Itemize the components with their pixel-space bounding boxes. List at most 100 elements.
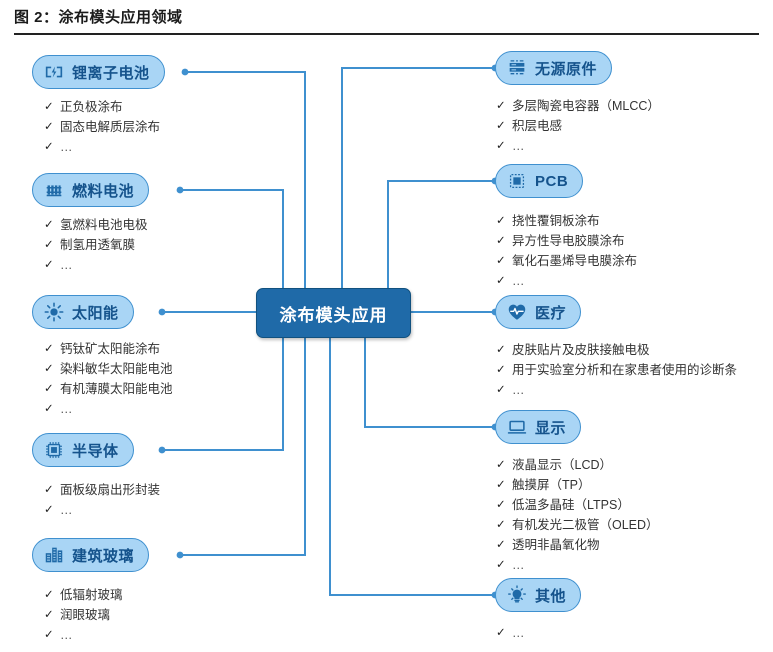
list-item: ✓… xyxy=(496,624,526,643)
lightbulb-icon xyxy=(506,584,528,606)
list-item: ✓低温多晶硅（LTPS） xyxy=(496,496,659,515)
check-icon: ✓ xyxy=(496,100,506,112)
check-icon: ✓ xyxy=(496,215,506,227)
chip-icon xyxy=(43,439,65,461)
fuel-cell-icon xyxy=(43,179,65,201)
branch-pill-architectural-glass[interactable]: 建筑玻璃 xyxy=(32,538,150,572)
branch-label: 其他 xyxy=(535,587,567,605)
branch-label: 医疗 xyxy=(535,304,567,322)
list-item: ✓面板级扇出形封装 xyxy=(44,481,160,500)
list-item: ✓挠性覆铜板涂布 xyxy=(496,212,637,231)
list-item: ✓… xyxy=(44,400,173,419)
check-icon: ✓ xyxy=(44,484,54,496)
branch-items-lithium-battery: ✓正负极涂布 ✓固态电解质层涂布 ✓… xyxy=(44,98,160,158)
sun-icon xyxy=(43,301,65,323)
branch-items-other: ✓… xyxy=(496,624,526,644)
list-item: ✓固态电解质层涂布 xyxy=(44,118,160,137)
list-item: ✓… xyxy=(496,272,637,291)
branch-items-display: ✓液晶显示（LCD） ✓触摸屏（TP） ✓低温多晶硅（LTPS） ✓有机发光二极… xyxy=(496,456,659,576)
branch-label: 半导体 xyxy=(72,442,119,460)
branch-label: 建筑玻璃 xyxy=(72,547,135,565)
branch-items-semiconductor: ✓面板级扇出形封装 ✓… xyxy=(44,481,160,521)
check-icon: ✓ xyxy=(496,627,506,639)
list-item: ✓… xyxy=(496,556,659,575)
list-item: ✓低辐射玻璃 xyxy=(44,586,123,605)
monitor-icon xyxy=(506,416,528,438)
branch-label: 无源原件 xyxy=(535,60,598,78)
check-icon: ✓ xyxy=(44,219,54,231)
check-icon: ✓ xyxy=(44,101,54,113)
list-item: ✓有机薄膜太阳能电池 xyxy=(44,380,173,399)
check-icon: ✓ xyxy=(496,499,506,511)
list-item: ✓有机发光二极管（OLED） xyxy=(496,516,659,535)
check-icon: ✓ xyxy=(44,609,54,621)
list-item: ✓制氢用透氧膜 xyxy=(44,236,148,255)
check-icon: ✓ xyxy=(496,559,506,571)
check-icon: ✓ xyxy=(44,403,54,415)
check-icon: ✓ xyxy=(496,344,506,356)
branch-pill-semiconductor[interactable]: 半导体 xyxy=(32,433,134,467)
branch-pill-medical[interactable]: 医疗 xyxy=(495,295,582,329)
check-icon: ✓ xyxy=(496,519,506,531)
check-icon: ✓ xyxy=(44,629,54,641)
branch-items-pcb: ✓挠性覆铜板涂布 ✓异方性导电胶膜涂布 ✓氧化石墨烯导电膜涂布 ✓… xyxy=(496,212,637,292)
server-stack-icon xyxy=(506,57,528,79)
list-item: ✓… xyxy=(496,381,737,400)
check-icon: ✓ xyxy=(496,275,506,287)
list-item: ✓氢燃料电池电极 xyxy=(44,216,148,235)
check-icon: ✓ xyxy=(496,140,506,152)
check-icon: ✓ xyxy=(44,141,54,153)
branch-items-fuel-cell: ✓氢燃料电池电极 ✓制氢用透氧膜 ✓… xyxy=(44,216,148,276)
check-icon: ✓ xyxy=(44,343,54,355)
check-icon: ✓ xyxy=(496,479,506,491)
check-icon: ✓ xyxy=(44,239,54,251)
center-node[interactable]: 涂布模头应用 xyxy=(256,288,411,338)
branch-pill-solar[interactable]: 太阳能 xyxy=(32,295,134,329)
list-item: ✓氧化石墨烯导电膜涂布 xyxy=(496,252,637,271)
title-divider xyxy=(14,33,759,35)
branch-label: PCB xyxy=(535,172,569,190)
check-icon: ✓ xyxy=(44,383,54,395)
list-item: ✓染料敏华太阳能电池 xyxy=(44,360,173,379)
check-icon: ✓ xyxy=(44,259,54,271)
list-item: ✓… xyxy=(44,256,148,275)
check-icon: ✓ xyxy=(44,121,54,133)
list-item: ✓钙钛矿太阳能涂布 xyxy=(44,340,173,359)
list-item: ✓透明非晶氧化物 xyxy=(496,536,659,555)
check-icon: ✓ xyxy=(44,363,54,375)
list-item: ✓… xyxy=(496,137,660,156)
check-icon: ✓ xyxy=(496,539,506,551)
check-icon: ✓ xyxy=(496,235,506,247)
branch-label: 锂离子电池 xyxy=(72,64,150,82)
pcb-chip-icon xyxy=(506,170,528,192)
check-icon: ✓ xyxy=(44,589,54,601)
list-item: ✓… xyxy=(44,501,160,520)
list-item: ✓积层电感 xyxy=(496,117,660,136)
list-item: ✓正负极涂布 xyxy=(44,98,160,117)
check-icon: ✓ xyxy=(496,364,506,376)
branch-pill-lithium-battery[interactable]: 锂离子电池 xyxy=(32,55,165,89)
branch-pill-display[interactable]: 显示 xyxy=(495,410,582,444)
branch-items-solar: ✓钙钛矿太阳能涂布 ✓染料敏华太阳能电池 ✓有机薄膜太阳能电池 ✓… xyxy=(44,340,173,420)
battery-icon xyxy=(43,61,65,83)
check-icon: ✓ xyxy=(496,255,506,267)
branch-pill-other[interactable]: 其他 xyxy=(495,578,582,612)
list-item: ✓多层陶瓷电容器（MLCC） xyxy=(496,97,660,116)
check-icon: ✓ xyxy=(496,459,506,471)
branch-label: 显示 xyxy=(535,419,567,437)
check-icon: ✓ xyxy=(496,120,506,132)
list-item: ✓润眼玻璃 xyxy=(44,606,123,625)
branch-pill-pcb[interactable]: PCB xyxy=(495,164,584,198)
building-icon xyxy=(43,544,65,566)
check-icon: ✓ xyxy=(496,384,506,396)
list-item: ✓触摸屏（TP） xyxy=(496,476,659,495)
branch-items-passive-components: ✓多层陶瓷电容器（MLCC） ✓积层电感 ✓… xyxy=(496,97,660,157)
heart-pulse-icon xyxy=(506,301,528,323)
branch-pill-passive-components[interactable]: 无源原件 xyxy=(495,51,613,85)
branch-label: 燃料电池 xyxy=(72,182,135,200)
list-item: ✓… xyxy=(44,626,123,645)
list-item: ✓皮肤贴片及皮肤接触电极 xyxy=(496,341,737,360)
check-icon: ✓ xyxy=(44,504,54,516)
branch-pill-fuel-cell[interactable]: 燃料电池 xyxy=(32,173,150,207)
